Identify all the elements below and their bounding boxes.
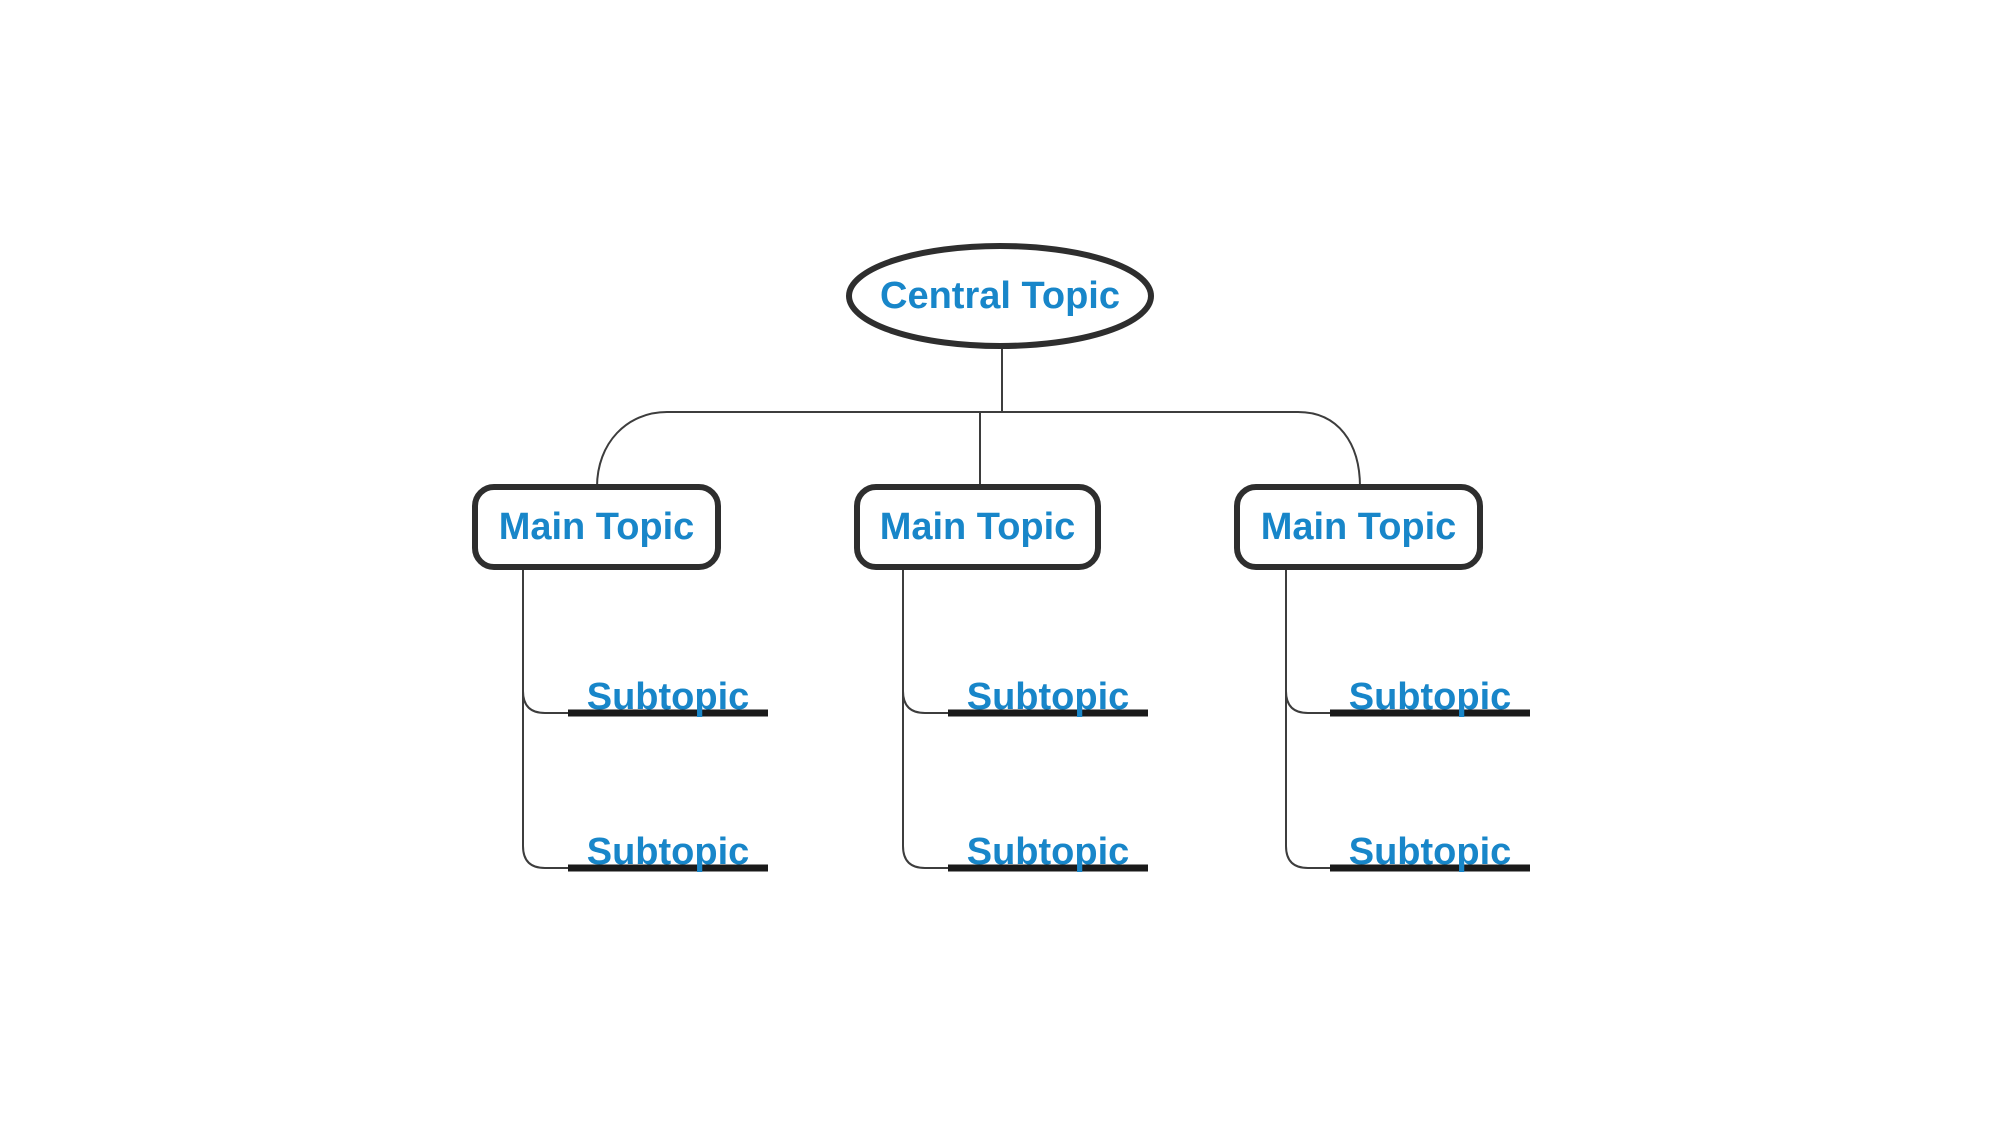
main-topic-box-3[interactable] <box>1234 484 1483 570</box>
main-topic-label-2[interactable]: Main Topic <box>879 506 1076 548</box>
main-topic-box-1[interactable] <box>472 484 721 570</box>
central-topic-label[interactable]: Central Topic <box>880 275 1120 317</box>
subtopic-label-1-1[interactable]: Subtopic <box>586 676 750 718</box>
subtopic-connector-middle <box>902 567 958 869</box>
main-branch-bus-connector <box>596 411 1361 488</box>
subtopic-label-1-2[interactable]: Subtopic <box>586 831 750 873</box>
subtopic-label-3-2[interactable]: Subtopic <box>1348 831 1512 873</box>
subtopic-label-3-1[interactable]: Subtopic <box>1348 676 1512 718</box>
main-topic-box-2[interactable] <box>854 484 1101 570</box>
subtopic-label-2-2[interactable]: Subtopic <box>966 831 1130 873</box>
main-topic-label-1[interactable]: Main Topic <box>498 506 695 548</box>
central-topic-ellipse[interactable] <box>846 243 1154 349</box>
main-topic-label-3[interactable]: Main Topic <box>1260 506 1457 548</box>
subtopic-connector-right <box>1285 567 1341 869</box>
subtopic-connector-left <box>522 567 578 869</box>
subtopic-label-2-1[interactable]: Subtopic <box>966 676 1130 718</box>
